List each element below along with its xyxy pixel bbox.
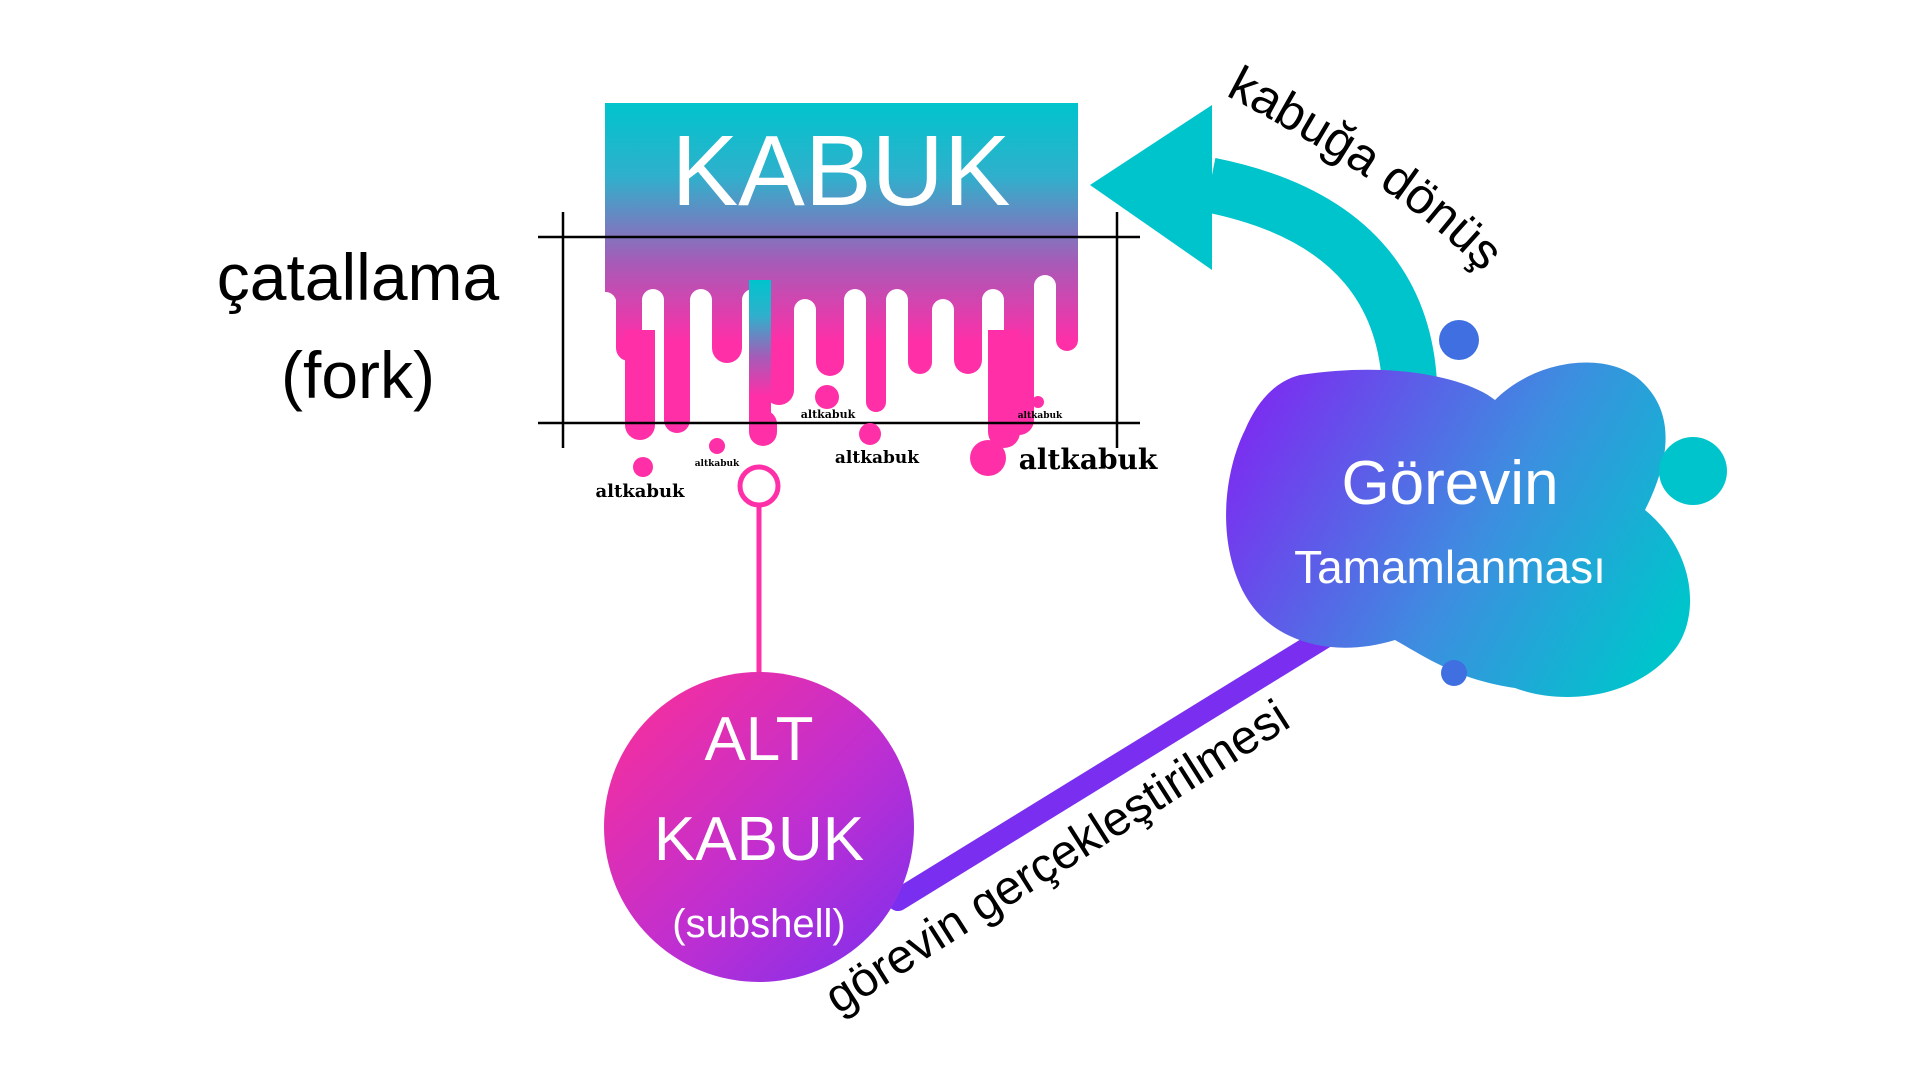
completion-line2: Tamamlanması	[1294, 541, 1606, 593]
fork-bracket	[538, 212, 1140, 448]
drip-label-1: altkabuk	[595, 481, 685, 502]
subshell-line3: (subshell)	[672, 902, 845, 946]
execution-connector	[887, 617, 1351, 911]
fork-label-line2: (fork)	[281, 338, 435, 412]
return-arrow	[1090, 105, 1438, 401]
drip-droplets	[633, 385, 1044, 477]
subshell-line1: ALT	[704, 705, 813, 774]
fork-label-line1: çatallama	[217, 240, 500, 314]
drip-label-5: altkabuk	[1019, 443, 1158, 476]
subshell-line2: KABUK	[654, 805, 864, 874]
drip-label-6: altkabuk	[1018, 411, 1063, 421]
subshell-node: ALT KABUK (subshell)	[604, 672, 914, 982]
shell-box: KABUK	[605, 103, 1078, 448]
drip-label-2: altkabuk	[695, 459, 740, 469]
completion-node: Görevin Tamamlanması	[1226, 320, 1727, 698]
fork-connector	[737, 464, 781, 678]
completion-line1: Görevin	[1341, 449, 1558, 518]
drip-label-3: altkabuk	[801, 408, 856, 421]
shell-title: KABUK	[671, 115, 1010, 227]
drip-label-4: altkabuk	[835, 448, 920, 468]
